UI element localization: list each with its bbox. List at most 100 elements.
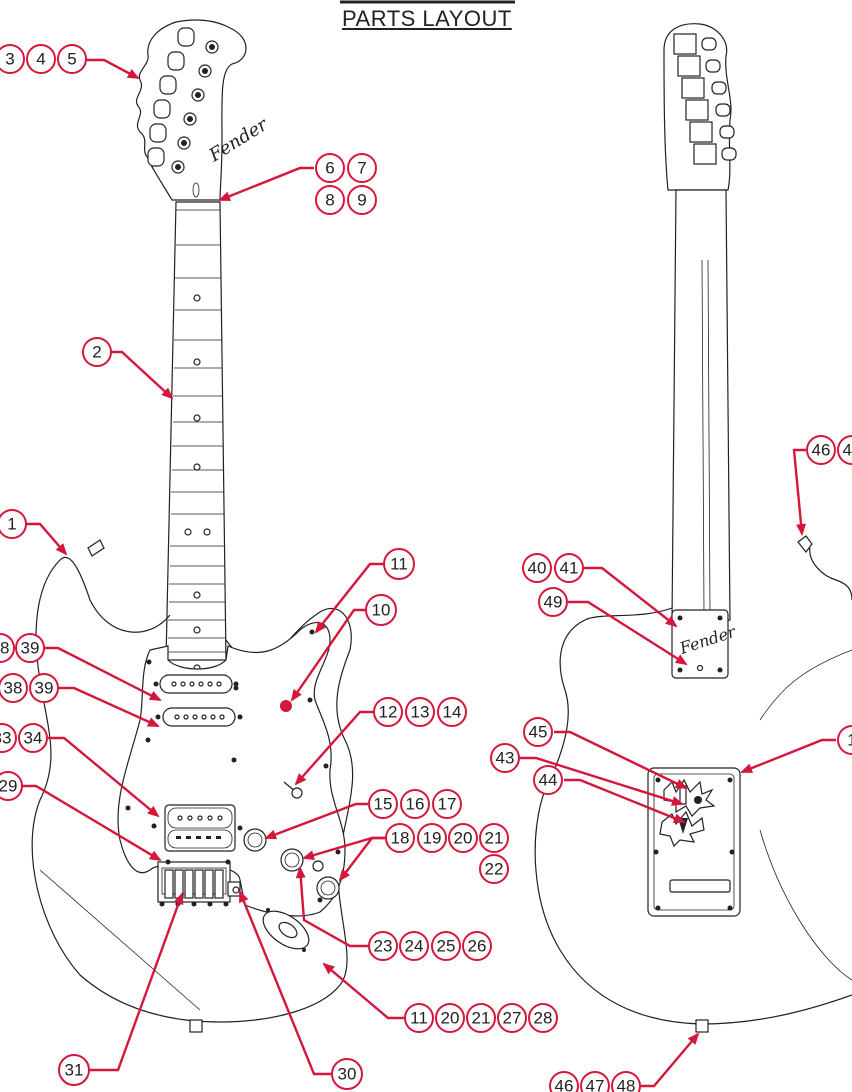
back-body-right <box>759 649 852 721</box>
front-tuners <box>147 27 219 174</box>
callout-label: 46 <box>555 1077 574 1092</box>
callout-label: 1 <box>847 731 852 750</box>
callout-10: 10 <box>365 594 397 626</box>
back-neck <box>671 189 731 621</box>
callout-label: 44 <box>539 771 558 790</box>
callout-label: 20 <box>454 829 473 848</box>
callout-label: 49 <box>544 593 563 612</box>
pickguard-screws <box>125 629 341 903</box>
callout-label: 43 <box>496 749 515 768</box>
output-jack <box>262 908 310 952</box>
callout-44: 44 <box>533 765 563 795</box>
callout-31: 31 <box>58 1054 90 1086</box>
front-view: Fender <box>31 19 354 1033</box>
callout-15-16-17: 15 16 17 <box>368 789 462 819</box>
back-tuners <box>673 33 737 165</box>
middle-pickup <box>155 707 243 727</box>
callout-label: 10 <box>372 601 391 620</box>
back-view: Fender <box>534 23 852 1033</box>
callout-label: 3 <box>5 50 14 69</box>
callout-11-20-21-27-28: 11 20 21 27 28 <box>404 1003 558 1033</box>
callout-49: 49 <box>538 587 568 617</box>
callout-label: 31 <box>65 1061 84 1080</box>
back-neck-skunk-stripe <box>701 259 705 613</box>
callout-label: 48 <box>617 1077 636 1092</box>
callout-label: 2 <box>92 343 101 362</box>
control-knobs <box>243 828 340 900</box>
callout-label: 6 <box>325 159 334 178</box>
callout-45: 45 <box>523 717 553 747</box>
bridge <box>157 859 241 907</box>
callout-label: 34 <box>24 729 43 748</box>
callout-label: 27 <box>503 1009 522 1028</box>
callout-label: 1 <box>7 515 16 534</box>
callout-label: 7 <box>357 159 366 178</box>
front-headstock <box>136 19 247 201</box>
push-button-switch <box>280 700 292 712</box>
callout-38-39-lower: 38 39 <box>0 673 59 703</box>
callout-1-back: 1 <box>837 725 852 755</box>
callout-label: 5 <box>67 50 76 69</box>
callout-23-24-25-26: 23 24 25 26 <box>368 931 492 961</box>
callout-18-19-20-21-22: 18 19 20 21 22 <box>385 823 509 884</box>
frets <box>167 209 226 653</box>
callout-label: 16 <box>406 795 425 814</box>
callout-label: 24 <box>405 937 424 956</box>
front-body <box>31 556 354 1023</box>
callout-label: 14 <box>443 703 462 722</box>
callout-29: 29 <box>0 771 23 801</box>
page-title: PARTS LAYOUT <box>342 6 512 31</box>
callout-label: 39 <box>35 679 54 698</box>
callout-label: 47 <box>843 441 852 460</box>
callout-label: 9 <box>357 191 366 210</box>
callout-label: 15 <box>374 795 393 814</box>
callout-label: 12 <box>379 703 398 722</box>
callout-1-front: 1 <box>0 509 27 539</box>
truss-rod-nut <box>192 182 200 198</box>
callout-label: 30 <box>338 1065 357 1084</box>
callout-label: 46 <box>812 441 831 460</box>
callout-33-34: 33 34 <box>0 723 48 753</box>
callout-label: 4 <box>36 50 45 69</box>
neck-pickup <box>153 674 239 694</box>
callout-label: 11 <box>410 1009 428 1028</box>
callout-label: 18 <box>391 829 410 848</box>
callout-label: 38 <box>0 639 9 658</box>
callout-46-47-48-bottom: 46 47 48 <box>549 1071 641 1092</box>
callout-label: 39 <box>21 639 40 658</box>
callout-label: 29 <box>0 777 17 796</box>
pickguard <box>117 622 346 917</box>
callout-label: 17 <box>438 795 457 814</box>
tremolo-cover <box>647 767 741 917</box>
back-body-bevel <box>759 829 852 981</box>
fret-markers <box>184 294 211 672</box>
callout-label: 11 <box>390 555 408 574</box>
callout-11-top: 11 <box>383 548 415 580</box>
callout-label: 45 <box>529 723 548 742</box>
front-strap-button-top <box>87 539 105 557</box>
callout-38-39-upper: 38 39 <box>0 633 45 663</box>
callout-label: 28 <box>534 1009 553 1028</box>
callout-label: 21 <box>472 1009 491 1028</box>
callout-label: 13 <box>411 703 430 722</box>
selector-switch <box>283 781 303 799</box>
callout-40-41: 40 41 <box>522 553 584 583</box>
callout-3-4-5: 3 4 5 <box>0 44 87 74</box>
callout-label: 33 <box>0 729 11 748</box>
callout-label: 40 <box>528 559 547 578</box>
back-strap-button-top <box>797 535 813 553</box>
humbucker-pickup <box>164 804 236 852</box>
leader-lines <box>22 58 836 1088</box>
callout-label: 26 <box>468 937 487 956</box>
callout-label: 47 <box>586 1077 605 1092</box>
callout-label: 38 <box>4 679 23 698</box>
callout-30: 30 <box>331 1058 363 1090</box>
callout-label: 25 <box>437 937 456 956</box>
callout-label: 23 <box>374 937 393 956</box>
callout-46-47-top: 46 47 <box>806 435 852 465</box>
front-neck <box>165 201 227 661</box>
callout-label: 20 <box>441 1009 460 1028</box>
callout-label: 19 <box>423 829 442 848</box>
back-strap-button-bottom <box>695 1019 709 1033</box>
